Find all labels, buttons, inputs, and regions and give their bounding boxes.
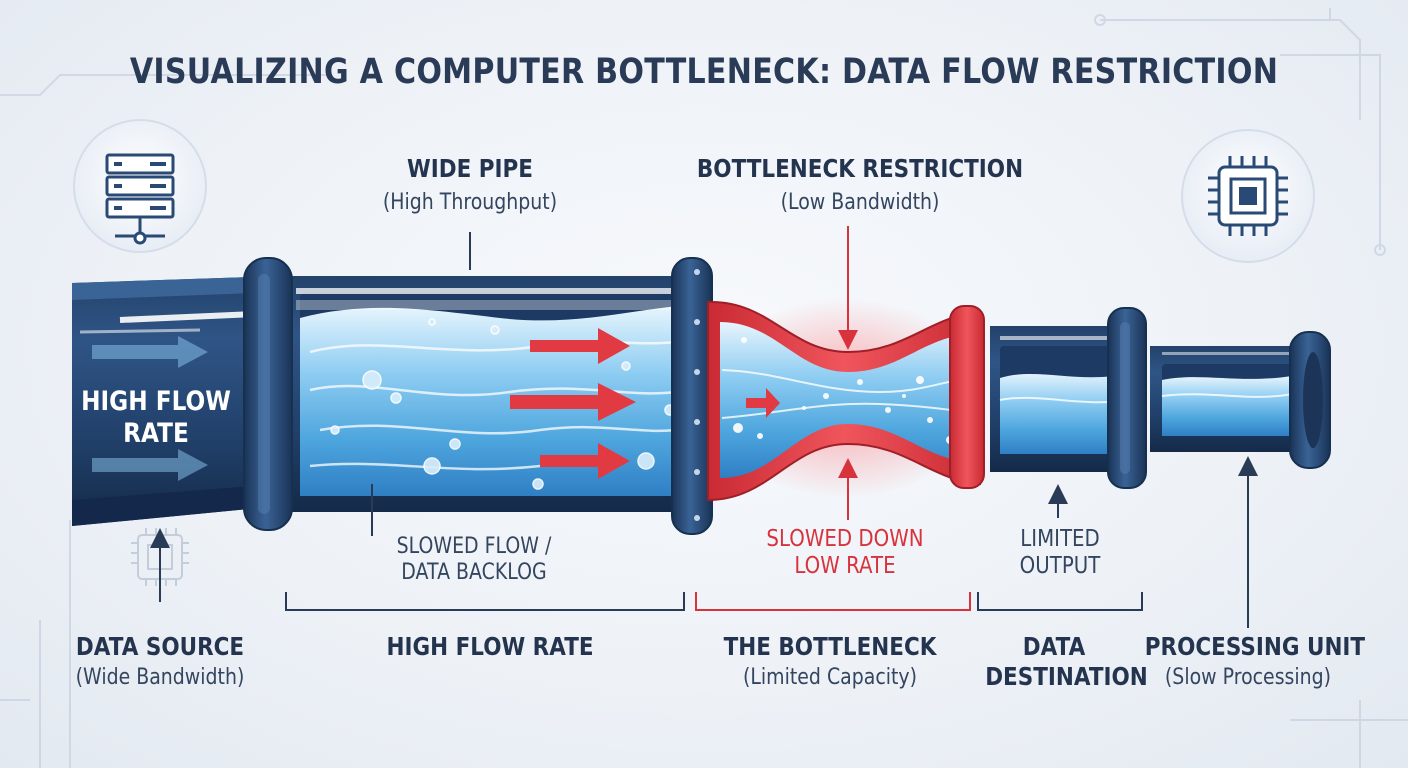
bottleneck-title: THE BOTTLENECK [723, 632, 937, 661]
circuit-decoration [0, 8, 1408, 768]
processing-unit-title: PROCESSING UNIT [1144, 632, 1366, 661]
outlet-pipe [990, 307, 1147, 489]
data-source-title: DATA SOURCE [75, 632, 245, 661]
inlet-pipe [72, 276, 280, 526]
restriction-pipe [707, 300, 985, 502]
restriction-subtitle: (Low Bandwidth) [780, 190, 940, 215]
leader-lines [150, 232, 1258, 628]
processing-unit-subtitle: (Slow Processing) [1164, 665, 1332, 690]
bottleneck-subtitle: (Limited Capacity) [742, 665, 918, 690]
restriction-title: BOTTLENECK RESTRICTION [696, 154, 1024, 183]
limited-output-label: LIMITED OUTPUT [1019, 526, 1101, 580]
high-flow-rate-title: HIGH FLOW RATE [386, 632, 594, 661]
wide-pipe-subtitle: (High Throughput) [382, 190, 558, 215]
data-source-subtitle: (Wide Bandwidth) [75, 665, 245, 690]
wide-pipe-title: WIDE PIPE [407, 154, 533, 183]
processing-pipe [1150, 331, 1331, 469]
backlog-label: SLOWED FLOW / DATA BACKLOG [396, 534, 552, 585]
page-title: VISUALIZING A COMPUTER BOTTLENECK: DATA … [129, 52, 1279, 92]
section-brackets [285, 592, 1143, 611]
slowed-label: SLOWED DOWN LOW RATE [766, 526, 924, 580]
wide-pipe [243, 257, 713, 535]
cpu-chip-icon [1181, 129, 1315, 263]
data-destination-title: DATA DESTINATION [985, 632, 1148, 691]
inlet-flow-label: HIGH FLOW RATE [81, 386, 231, 449]
server-icon [73, 119, 207, 253]
